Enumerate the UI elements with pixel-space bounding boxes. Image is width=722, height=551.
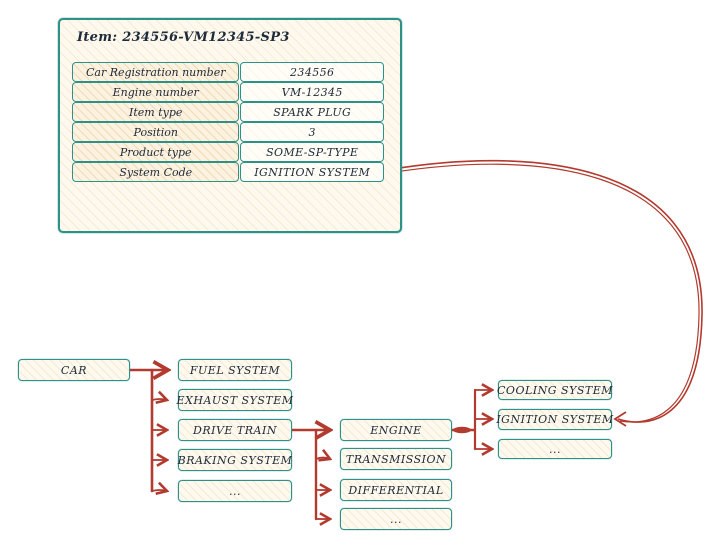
node-car: CAR	[18, 359, 130, 381]
node-car-ellipsis: ...	[178, 480, 292, 502]
node-drive-train: DRIVE TRAIN	[178, 419, 292, 441]
table-row: Engine number VM-12345	[72, 82, 384, 102]
item-card-title: Item: 234556-VM12345-SP3	[77, 30, 290, 45]
row-label-engine-number: Engine number	[72, 82, 240, 102]
arrowhead-to-ignition-node	[613, 411, 627, 427]
row-label-product-type: Product type	[72, 142, 240, 162]
table-row: Position 3	[72, 122, 384, 142]
node-fuel-system: FUEL SYSTEM	[178, 359, 292, 381]
item-table: Car Registration number 234556 Engine nu…	[72, 62, 384, 182]
row-label-position: Position	[72, 122, 240, 142]
node-engine: ENGINE	[340, 419, 452, 441]
table-row: Product type SOME-SP-TYPE	[72, 142, 384, 162]
node-ignition-system: IGNITION SYSTEM	[496, 409, 613, 430]
row-value-engine-number: VM-12345	[240, 82, 384, 102]
row-value-car-registration: 234556	[240, 62, 384, 82]
edge-drivetrain-transmission	[315, 458, 330, 460]
row-label-system-code: System Code	[72, 162, 240, 182]
table-row: Car Registration number 234556	[72, 62, 384, 82]
node-exhaust-system: EXHAUST SYSTEM	[177, 389, 293, 411]
edge-car-exhaust-system	[151, 399, 167, 400]
node-differential: DIFFERENTIAL	[340, 479, 452, 501]
item-card: Item: 234556-VM12345-SP3 Car Registratio…	[58, 18, 402, 233]
table-row: System Code IGNITION SYSTEM	[72, 162, 384, 182]
row-label-car-registration: Car Registration number	[72, 62, 240, 82]
row-label-item-type: Item type	[72, 102, 240, 122]
edge-ignition-link-outer	[386, 159, 703, 423]
row-value-product-type: SOME-SP-TYPE	[240, 142, 384, 162]
node-braking-system: BRAKING SYSTEM	[178, 449, 292, 471]
table-row: Item type SPARK PLUG	[72, 102, 384, 122]
row-value-system-code: IGNITION SYSTEM	[240, 162, 384, 182]
node-drivetrain-ellipsis: ...	[340, 508, 452, 530]
node-cooling-system: COOLING SYSTEM	[497, 380, 613, 400]
node-engine-ellipsis: ...	[498, 439, 612, 459]
node-transmission: TRANSMISSION	[340, 448, 452, 470]
row-value-position: 3	[240, 122, 384, 142]
edge-ignition-link-inner	[388, 163, 700, 423]
row-value-item-type: SPARK PLUG	[240, 102, 384, 122]
edge-car-ellipsis	[151, 490, 167, 491]
